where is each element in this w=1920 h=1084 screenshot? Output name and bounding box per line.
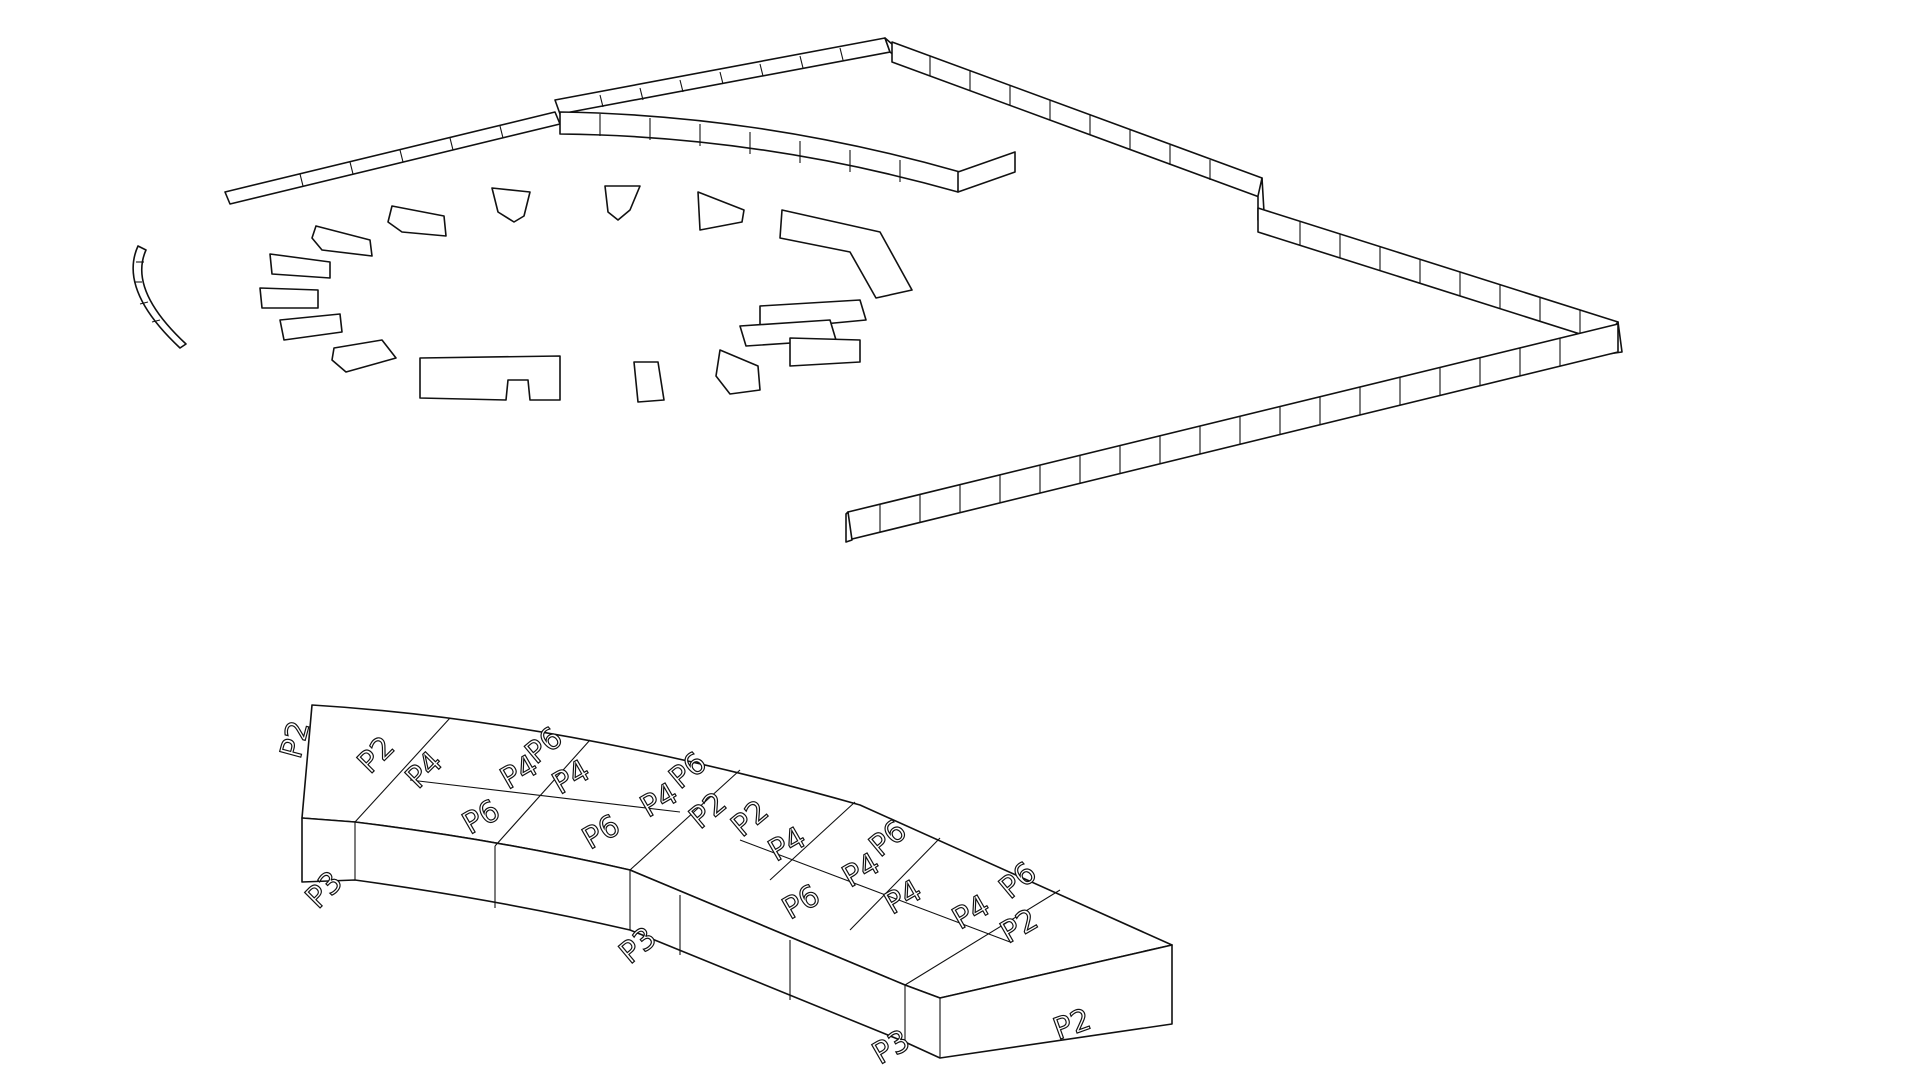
site-overview [132,37,1623,543]
seating-ring [259,185,913,403]
left-arc-wall [132,245,187,349]
bench-detail [301,704,1173,1059]
inner-curved-wall [559,111,1016,193]
bench-front [301,817,1173,1059]
outer-wall-north [224,37,901,205]
outer-wall-east [891,41,1623,355]
outer-wall-south [845,323,1619,543]
label-p2-edge: P2 [274,717,317,762]
